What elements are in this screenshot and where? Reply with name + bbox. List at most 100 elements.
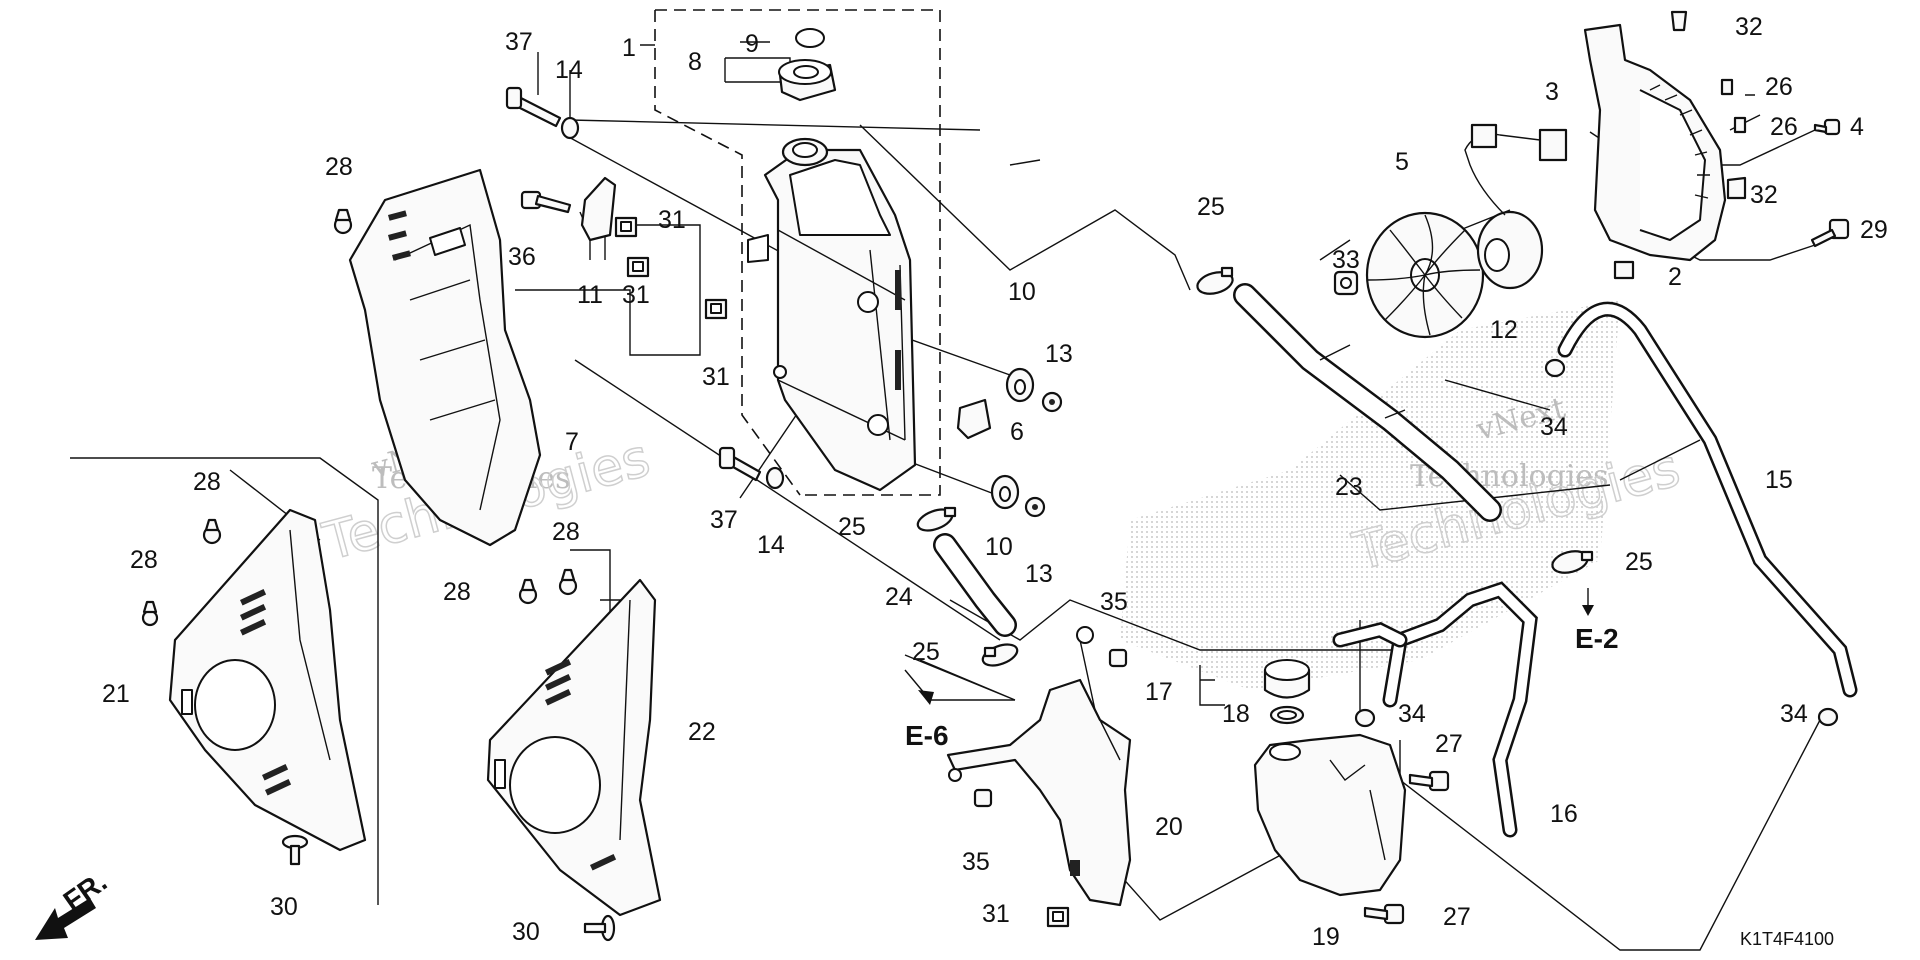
clip-nut[interactable] (704, 298, 728, 320)
part-label-31: 31 (658, 206, 686, 234)
bolt[interactable] (1813, 118, 1841, 136)
bolt[interactable] (1408, 770, 1450, 792)
hose-clamp[interactable] (1195, 266, 1235, 297)
hose-clip[interactable] (1817, 707, 1839, 727)
bolt[interactable] (1363, 903, 1405, 925)
part-label-31: 31 (702, 363, 730, 391)
part-label-11: 11 (577, 281, 603, 309)
part-label-29: 29 (1860, 216, 1888, 244)
bolt[interactable] (281, 834, 309, 866)
clip-nut[interactable] (626, 256, 650, 278)
bolt[interactable] (505, 86, 562, 128)
hose-small[interactable] (933, 533, 1017, 637)
cushion[interactable] (1720, 78, 1734, 96)
hose-reserve[interactable] (1332, 581, 1538, 838)
divider-line (70, 457, 379, 905)
part-label-26: 26 (1765, 73, 1793, 101)
radiator[interactable] (747, 137, 917, 492)
part-label-32: 32 (1750, 181, 1778, 209)
nut[interactable] (1333, 270, 1359, 296)
cap-seal[interactable] (795, 28, 825, 48)
part-label-34: 34 (1540, 413, 1568, 441)
part-label-26: 26 (1770, 113, 1798, 141)
part-label-35: 35 (1100, 588, 1128, 616)
part-label-14: 14 (757, 531, 785, 559)
reference-e6[interactable]: E-6 (905, 720, 949, 751)
part-label-31: 31 (622, 281, 650, 309)
bolt[interactable] (518, 578, 538, 605)
washer[interactable] (1041, 391, 1063, 413)
radiator-cushion[interactable] (956, 398, 992, 440)
clip[interactable] (1726, 176, 1747, 200)
reserve-tank-bracket[interactable] (946, 626, 1132, 907)
grommet[interactable] (1005, 367, 1035, 403)
part-label-37: 37 (710, 506, 738, 534)
bolt[interactable] (1108, 648, 1128, 668)
diagram-code: K1T4F4100 (1740, 929, 1834, 949)
reserve-tank[interactable] (1253, 733, 1407, 897)
bolt[interactable] (718, 446, 762, 482)
hose-overflow[interactable] (1557, 301, 1858, 698)
radiator-cap[interactable] (778, 59, 837, 102)
fan-shroud[interactable] (1583, 23, 1727, 262)
bolt[interactable] (333, 208, 353, 235)
fan-motor[interactable] (1464, 123, 1568, 290)
part-label-9: 9 (745, 30, 759, 58)
side-cover-left[interactable] (168, 508, 367, 852)
grommet[interactable] (990, 474, 1020, 510)
part-label-25: 25 (912, 638, 940, 666)
reserve-tank-cap[interactable] (1263, 659, 1311, 699)
radiator-shroud[interactable] (348, 168, 542, 547)
part-label-25: 25 (1625, 548, 1653, 576)
clip[interactable] (1670, 10, 1688, 32)
cooling-fan[interactable] (1365, 211, 1485, 339)
bolt[interactable] (583, 914, 616, 942)
side-cover-right[interactable] (486, 578, 662, 917)
bolt[interactable] (520, 190, 572, 214)
cushion[interactable] (1733, 116, 1747, 134)
washer[interactable] (560, 116, 580, 140)
clip-nut[interactable] (1046, 906, 1070, 928)
part-label-28: 28 (130, 546, 158, 574)
part-label-20: 20 (1155, 813, 1183, 841)
clip-nut[interactable] (1613, 260, 1635, 280)
hose-clamp[interactable] (1550, 548, 1594, 577)
bolt[interactable] (973, 788, 993, 808)
part-label-31: 31 (982, 900, 1010, 928)
part-label-1: 1 (622, 34, 636, 62)
part-label-18: 18 (1222, 700, 1250, 728)
bracket[interactable] (580, 176, 617, 242)
hose-clamp[interactable] (915, 505, 957, 534)
part-label-13: 13 (1045, 340, 1073, 368)
hose-clamp[interactable] (980, 640, 1020, 669)
clip-nut[interactable] (614, 216, 638, 238)
part-label-13: 13 (1025, 560, 1053, 588)
part-label-25: 25 (838, 513, 866, 541)
part-label-23: 23 (1335, 473, 1363, 501)
part-label-30: 30 (270, 893, 298, 921)
part-label-6: 6 (1010, 418, 1024, 446)
bolt[interactable] (558, 568, 578, 596)
part-label-30: 30 (512, 918, 540, 946)
hose-upper[interactable] (1233, 283, 1502, 522)
part-label-28: 28 (193, 468, 221, 496)
part-label-37: 37 (505, 28, 533, 56)
part-label-33: 33 (1332, 246, 1360, 274)
part-label-10: 10 (985, 533, 1013, 561)
bolt[interactable] (202, 518, 222, 545)
reference-arrow-icon (904, 588, 1594, 705)
part-label-15: 15 (1765, 466, 1793, 494)
washer[interactable] (765, 466, 785, 490)
hose-clip[interactable] (1544, 358, 1566, 378)
bolt[interactable] (1810, 218, 1850, 248)
bolt[interactable] (141, 600, 159, 627)
hose-clip[interactable] (1354, 708, 1376, 728)
radiator-assembly-box (654, 9, 941, 496)
part-label-12: 12 (1490, 316, 1518, 344)
washer[interactable] (1024, 496, 1046, 518)
reference-e2[interactable]: E-2 (1575, 623, 1619, 654)
part-label-24: 24 (885, 583, 913, 611)
part-label-10: 10 (1008, 278, 1036, 306)
